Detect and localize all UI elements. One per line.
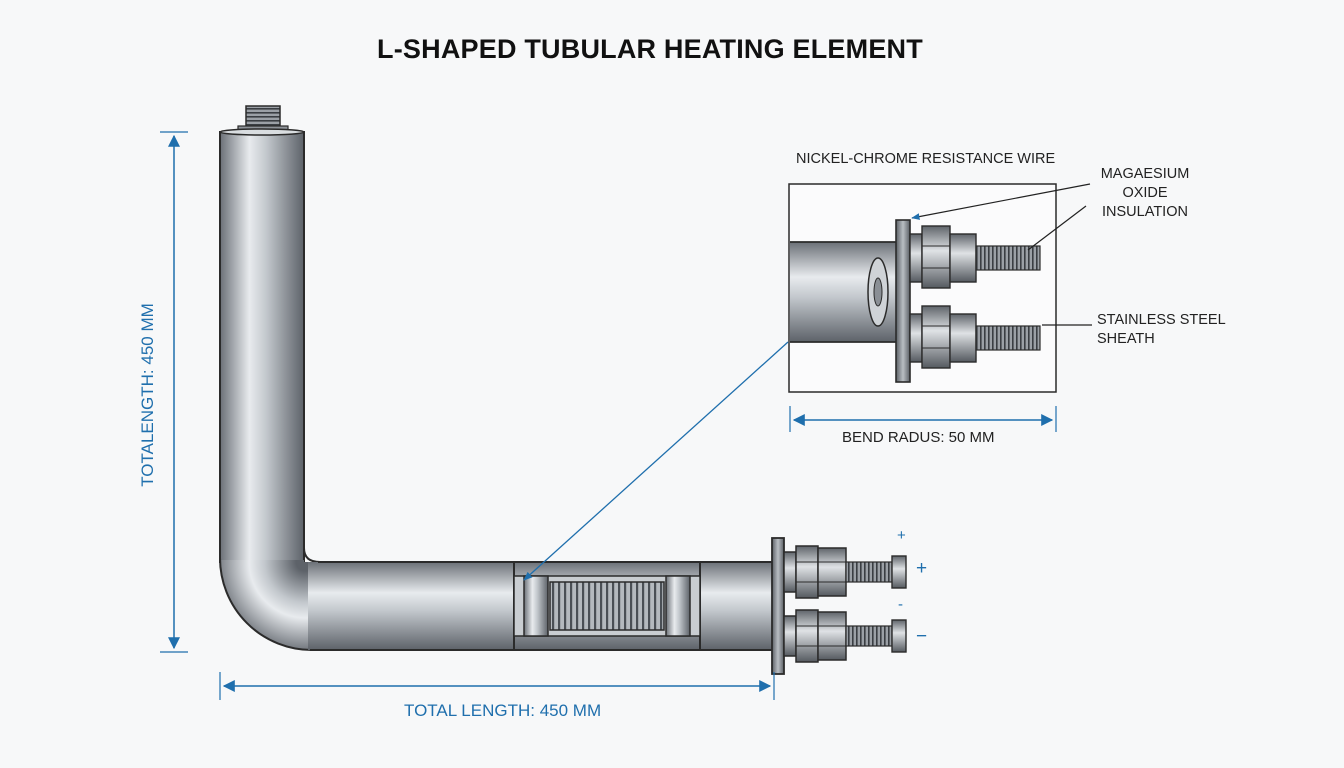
cutaway-section	[513, 561, 701, 651]
sign-minus-small: -	[898, 596, 903, 613]
label-insulation-line1: MAGAESIUM	[1100, 166, 1190, 182]
resistance-coil	[549, 581, 665, 631]
bend-radius-dimension	[789, 406, 1057, 432]
sign-plus: +	[916, 558, 928, 579]
label-vertical-length: TOTALENGTH: 450 MM	[138, 303, 157, 487]
label-sheath-line1: STAINLESS STEEL	[1097, 312, 1226, 328]
label-insulation-line2: OXIDE	[1122, 185, 1168, 201]
terminal-flange	[771, 537, 785, 675]
vertical-leg	[219, 131, 305, 563]
sign-minus: −	[916, 626, 928, 647]
l-shaped-tube	[219, 105, 785, 675]
horizontal-dimension	[219, 672, 775, 700]
leader-resistance-wire	[911, 183, 1091, 220]
label-insulation: MAGAESIUM OXIDE INSULATION	[1090, 165, 1200, 222]
label-bend-radius: BEND RADUS: 50 MM	[842, 429, 995, 446]
diagram-title: L-SHAPED TUBULAR HEATING ELEMENT	[377, 34, 923, 64]
vertical-dimension	[160, 131, 188, 653]
label-horizontal-length: TOTAL LENGTH: 450 MM	[404, 701, 602, 720]
label-sheath-line2: SHEATH	[1097, 331, 1155, 347]
terminal-negative	[783, 609, 907, 663]
negative-thread	[845, 625, 893, 647]
leader-insulation	[1027, 205, 1087, 251]
terminal-positive	[783, 545, 907, 599]
tube-top-cap	[219, 128, 305, 136]
inset-flange	[895, 219, 911, 383]
label-sheath: STAINLESS STEEL SHEATH	[1097, 311, 1226, 349]
inset-terminal-lower	[909, 305, 1041, 369]
tube-bend	[220, 560, 310, 650]
leader-to-cutaway	[523, 341, 789, 581]
inset-terminal-upper	[909, 225, 1041, 289]
sign-plus-small: +	[897, 527, 906, 544]
detail-inset	[788, 183, 1057, 393]
label-resistance-wire: NICKEL-CHROME RESISTANCE WIRE	[796, 151, 1056, 167]
label-insulation-line3: INSULATION	[1102, 204, 1188, 220]
positive-thread	[845, 561, 893, 583]
